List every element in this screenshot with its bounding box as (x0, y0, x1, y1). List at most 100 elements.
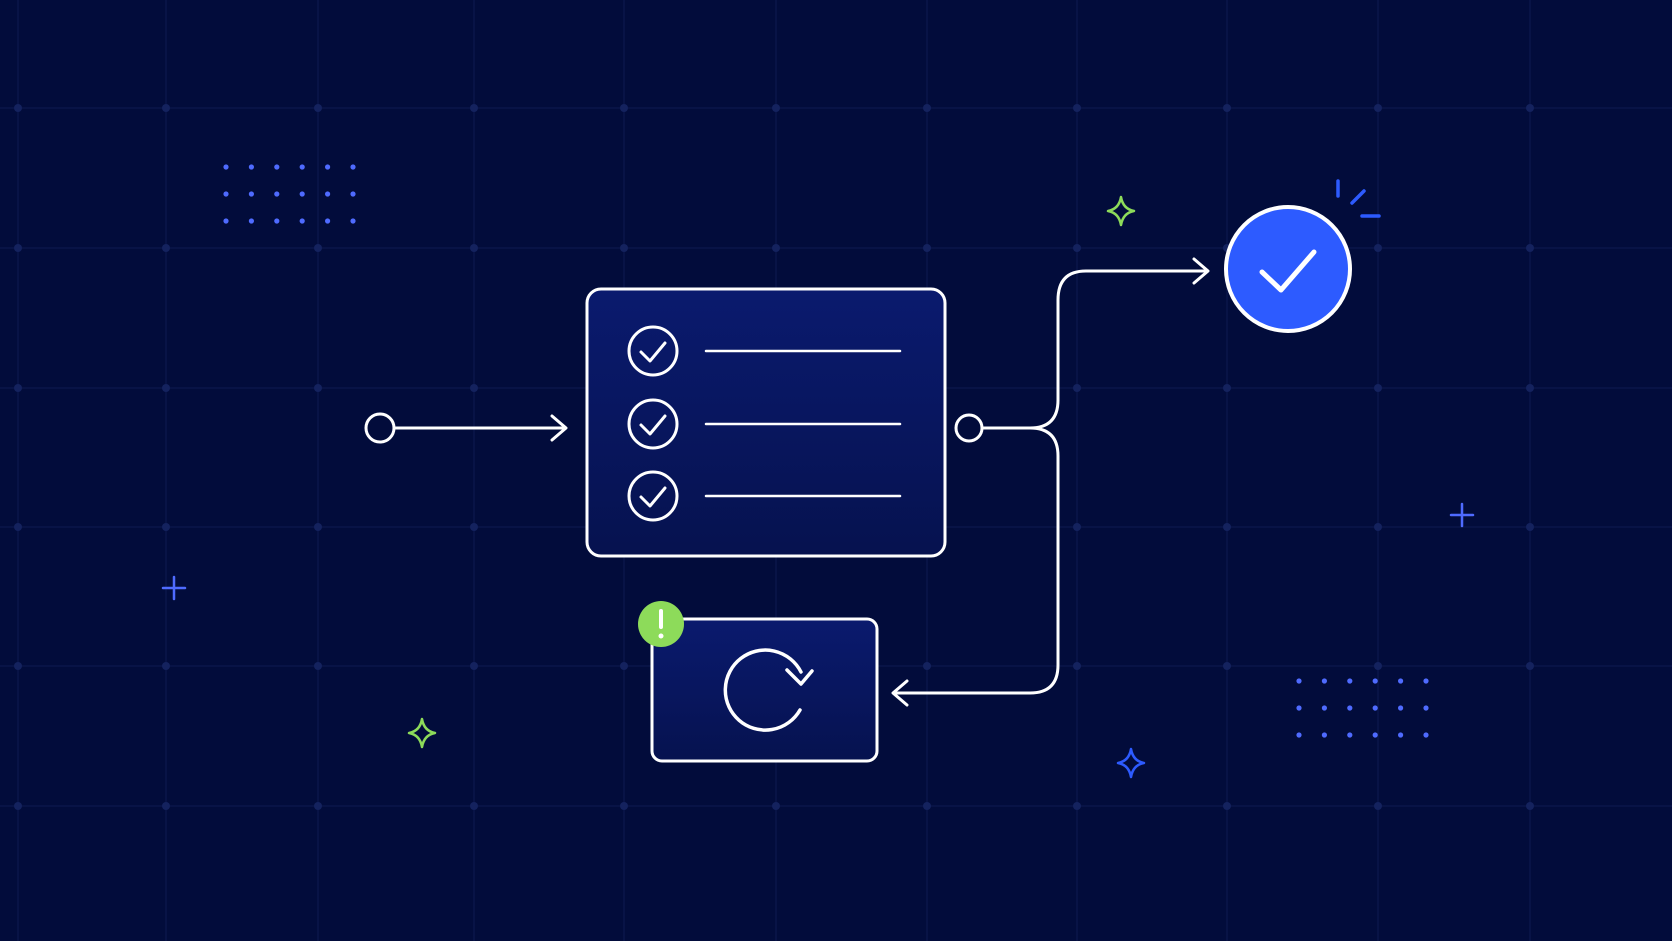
arrow-left-icon (891, 679, 909, 707)
checklist-row (627, 325, 902, 377)
dot (1296, 705, 1302, 711)
grid-node (620, 104, 628, 112)
grid-node (1073, 244, 1081, 252)
grid-node (1374, 104, 1382, 112)
grid-node (1526, 662, 1534, 670)
start-node-icon (364, 412, 396, 444)
input-connector (364, 412, 568, 444)
arrow-right-icon (1192, 257, 1210, 285)
grid-node (1526, 802, 1534, 810)
dot (350, 191, 356, 197)
dot (274, 191, 280, 197)
grid-node (14, 104, 22, 112)
dot (299, 191, 305, 197)
grid-node (1374, 384, 1382, 392)
grid-node (14, 523, 22, 531)
grid-node (772, 802, 780, 810)
grid-node (14, 662, 22, 670)
success-node (1224, 179, 1381, 333)
checklist-card (585, 287, 947, 558)
grid-node (620, 244, 628, 252)
grid-node (1223, 523, 1231, 531)
grid-node (314, 384, 322, 392)
grid-node (620, 662, 628, 670)
dot-grid-bottom-right (1296, 678, 1429, 738)
dot-grid-top-left (223, 164, 356, 224)
grid-node (470, 523, 478, 531)
grid-node (14, 802, 22, 810)
grid-node (1223, 104, 1231, 112)
dot (1423, 732, 1429, 738)
dot (1347, 678, 1353, 684)
cross-left (161, 575, 187, 601)
grid-node (1374, 802, 1382, 810)
dot (299, 218, 305, 224)
dot (1347, 705, 1353, 711)
grid-node (1073, 662, 1081, 670)
grid-node (923, 662, 931, 670)
dot (1398, 678, 1404, 684)
grid-node (162, 384, 170, 392)
dot (1296, 732, 1302, 738)
cross-right (1449, 502, 1475, 528)
grid-node (1073, 802, 1081, 810)
grid-node (162, 523, 170, 531)
dot (1372, 705, 1378, 711)
dot (1296, 678, 1302, 684)
branch-to-success (980, 269, 1208, 430)
dot (1398, 705, 1404, 711)
grid-node (314, 244, 322, 252)
grid-node (1073, 384, 1081, 392)
dot (223, 218, 229, 224)
dot (1347, 732, 1353, 738)
refresh-icon (723, 648, 814, 732)
dot (1423, 678, 1429, 684)
grid-node (1526, 523, 1534, 531)
grid-node (772, 244, 780, 252)
grid-node (1526, 244, 1534, 252)
check-icon (1259, 249, 1317, 293)
grid-node (1073, 104, 1081, 112)
dot (325, 218, 331, 224)
grid-node (1374, 523, 1382, 531)
grid-node (162, 244, 170, 252)
dot (350, 164, 356, 170)
dot (248, 164, 254, 170)
checklist-row (627, 398, 902, 450)
warning-badge (638, 601, 684, 647)
grid-node (470, 104, 478, 112)
grid-node (470, 244, 478, 252)
sparkle-green-bottom (407, 717, 437, 749)
dot (350, 218, 356, 224)
arrow-right-icon (550, 414, 568, 442)
grid-node (620, 802, 628, 810)
grid-node (314, 802, 322, 810)
check-circle-icon (627, 470, 679, 522)
retry-box (638, 601, 879, 763)
check-circle-icon (627, 325, 679, 377)
dot (299, 164, 305, 170)
dot (1398, 732, 1404, 738)
dot (1372, 732, 1378, 738)
grid-node (1374, 244, 1382, 252)
grid-node (923, 244, 931, 252)
dot (1321, 732, 1327, 738)
sparkle-green-top (1106, 195, 1136, 227)
dot (274, 218, 280, 224)
grid-node (470, 802, 478, 810)
grid-node (923, 104, 931, 112)
dot (325, 164, 331, 170)
dot (1321, 705, 1327, 711)
dot (274, 164, 280, 170)
grid-node (162, 104, 170, 112)
grid-node (923, 802, 931, 810)
grid-node (1223, 384, 1231, 392)
branch-connector (891, 257, 1210, 707)
grid-node (470, 384, 478, 392)
grid-node (14, 244, 22, 252)
sparkle-blue-bottom (1116, 747, 1146, 779)
grid-node (470, 662, 478, 670)
grid-node (162, 662, 170, 670)
dot (223, 164, 229, 170)
dot (248, 191, 254, 197)
